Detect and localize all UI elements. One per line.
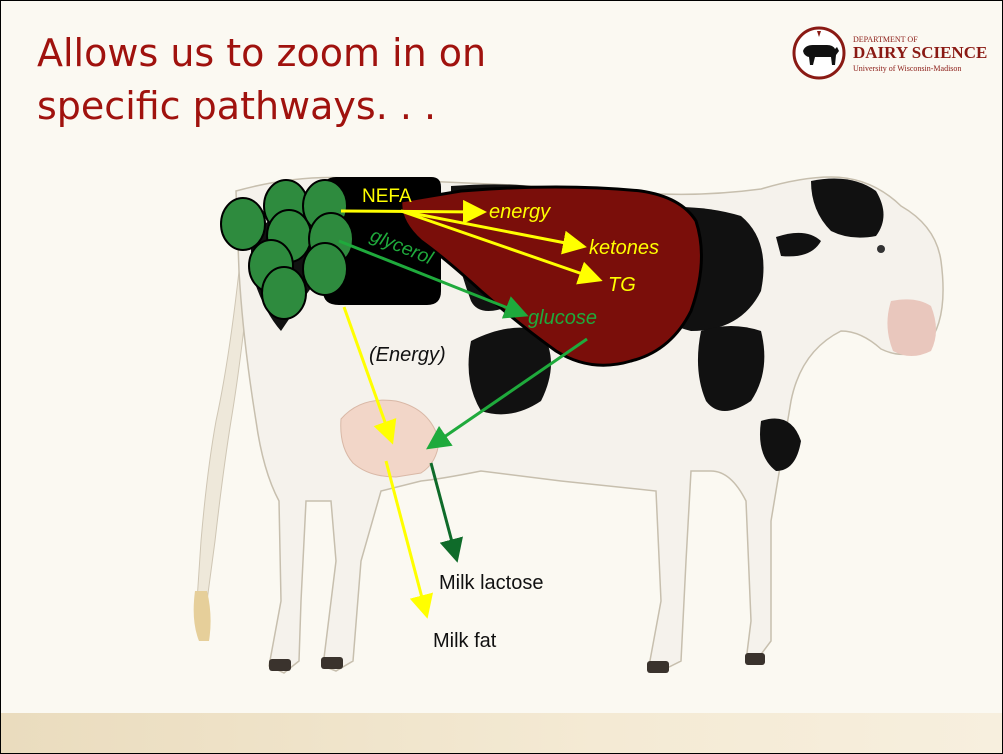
label-energy-paren: (Energy): [369, 344, 446, 366]
fat-cell: [303, 243, 347, 295]
label-glucose: glucose: [528, 307, 597, 329]
label-milk-fat: Milk fat: [433, 630, 497, 652]
fat-cell: [262, 267, 306, 319]
label-tg: TG: [608, 274, 636, 296]
footer-band: [1, 713, 1002, 753]
fat-cell: [221, 198, 265, 250]
label-milk-lactose: Milk lactose: [439, 572, 543, 594]
label-ketones: ketones: [589, 237, 659, 259]
label-energy: energy: [489, 201, 551, 223]
label-nefa: NEFA: [362, 186, 412, 207]
cow-pathway-diagram: NEFA glycerol energy ketones TG glucose …: [1, 1, 1002, 713]
